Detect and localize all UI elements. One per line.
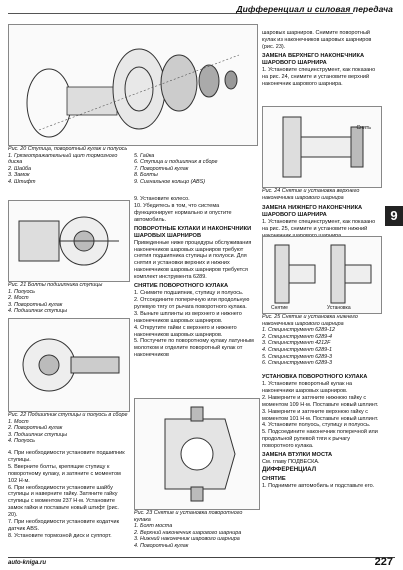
figure-20 <box>8 24 258 146</box>
right-column-lower-joint: Замена нижнего наконечника шарового шарн… <box>262 205 376 239</box>
middle-column-text: 9. Установите колесо. 10. Убедитесь в то… <box>134 196 254 359</box>
figure-21-caption: Рис. 21 Болты подшипника ступицы 1. Полу… <box>8 282 103 315</box>
figure-25: Снятие Установка <box>262 236 382 314</box>
figure-25-label-install: Установка <box>327 305 351 311</box>
upper-ball-joint-tool-drawing <box>282 116 364 178</box>
figure-23 <box>134 398 260 510</box>
figure-25-caption: Рис. 25 Снятие и установка нижнего након… <box>262 314 358 367</box>
figure-24: Снять <box>262 106 382 188</box>
chapter-tab: 9 <box>385 206 403 226</box>
figure-22 <box>8 318 130 412</box>
hub-knuckle-drawing <box>26 48 240 138</box>
figure-20-caption: Рис. 20 Ступица, поворотный кулак и полу… <box>8 146 218 185</box>
hub-bearing-bolts-drawing <box>18 216 119 266</box>
header-rule <box>8 13 353 14</box>
page-number: 227 <box>374 556 393 568</box>
lower-ball-joint-tool-drawing <box>274 244 372 304</box>
right-column-bottom: Установка поворотного кулака 1. Установи… <box>262 374 379 489</box>
left-column-text: 4. При необходимости установите подшипни… <box>8 450 125 539</box>
figure-22-caption: Рис. 22 Подшипник ступицы и полуось в сб… <box>8 412 128 445</box>
figure-21 <box>8 200 130 282</box>
steering-knuckle-drawing <box>164 406 236 502</box>
right-column-top: шаровых шарниров. Снимите поворотный кул… <box>262 30 376 87</box>
figure-23-caption: Рис. 23 Снятие и установка поворотного к… <box>134 510 243 549</box>
footer-site: auto-kniga.ru <box>8 560 47 566</box>
figure-25-label-removal: Снятие <box>271 305 288 311</box>
hub-bearing-axle-drawing <box>22 338 120 392</box>
header-title: Дифференциал и силовая передача <box>236 4 393 14</box>
footer-rule <box>8 557 395 558</box>
figure-24-caption: Рис. 24 Снятие и установка верхнего нако… <box>262 188 360 201</box>
figure-24-label: Снять <box>356 125 372 131</box>
page-header: Дифференциал и силовая передача <box>0 0 403 24</box>
